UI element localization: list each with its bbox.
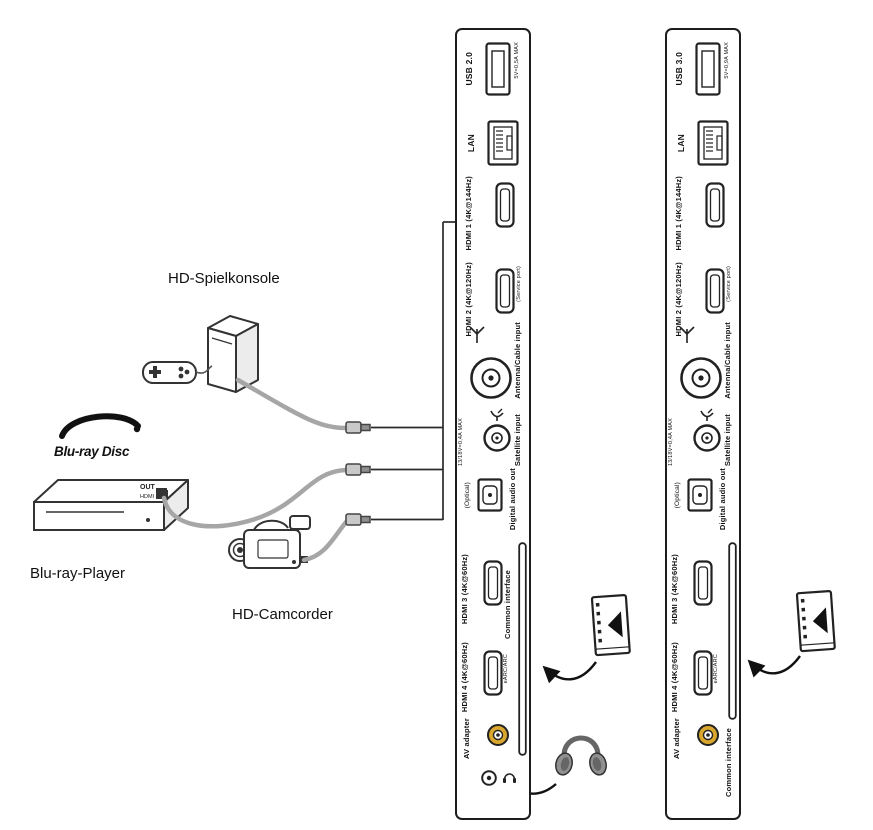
hdmi3-label: HDMI 3 (4K@60Hz) xyxy=(670,554,679,625)
satellite-label: Satellite input xyxy=(513,414,522,467)
bluray-plug-icon xyxy=(156,490,168,499)
antenna-label: Antenna/Cable input xyxy=(723,322,732,399)
service-port-note: (Service port) xyxy=(516,266,522,302)
hdmi4-port-icon xyxy=(693,650,713,696)
earc-note: eARC/ARC xyxy=(503,654,509,684)
hdmi4-port-icon xyxy=(483,650,503,696)
satellite-dish-icon xyxy=(490,408,504,421)
satellite-input-icon xyxy=(693,424,721,452)
av-adapter-label: AV adapter xyxy=(672,718,681,760)
console-label: HD-Spielkonsole xyxy=(168,270,280,287)
usb-label: USB 3.0 xyxy=(674,52,684,86)
ci-label: Common interface xyxy=(503,570,512,640)
service-port-note: (Service port) xyxy=(726,266,732,302)
hdmi3-label: HDMI 3 (4K@60Hz) xyxy=(460,554,469,625)
cable-plug-icon xyxy=(345,463,371,476)
satellite-rating: 13/18V=0,4A MAX xyxy=(668,418,674,467)
av-adapter-label: AV adapter xyxy=(462,718,471,760)
optical-note: (Optical) xyxy=(464,482,471,509)
headphone-jack-icon xyxy=(481,770,497,786)
optical-note: (Optical) xyxy=(674,482,681,509)
hdmi2-port-icon xyxy=(705,268,725,314)
hdmi1-port-icon xyxy=(705,182,725,228)
ci-module-icon xyxy=(795,589,836,653)
tv-rear-panel-left: USB 2.0 5V=0,5A MAX LAN HDMI 1 (4K@144Hz… xyxy=(455,28,531,820)
game-console-illustration xyxy=(207,315,259,393)
bluray-player-label: Blu-ray-Player xyxy=(30,565,126,582)
av-adapter-jack-icon xyxy=(697,724,719,746)
lan-label: LAN xyxy=(676,134,686,153)
bluray-logo-swoosh-icon xyxy=(59,413,141,439)
gamepad-icon xyxy=(142,361,197,384)
ci-slot xyxy=(518,542,527,756)
optical-port-icon xyxy=(477,478,503,512)
lan-port-icon xyxy=(697,120,729,166)
antenna-symbol-icon xyxy=(679,326,695,343)
usb-label: USB 2.0 xyxy=(464,52,474,86)
satellite-rating: 13/18V=0,4A MAX xyxy=(458,418,464,467)
satellite-input-icon xyxy=(483,424,511,452)
digital-audio-label: Digital audio out xyxy=(718,468,727,531)
hdmi4-label: HDMI 4 (4K@60Hz) xyxy=(670,642,679,713)
antenna-label: Antenna/Cable input xyxy=(513,322,522,399)
usb-port-icon xyxy=(695,42,721,96)
headphone-symbol-icon xyxy=(503,773,516,783)
lan-label: LAN xyxy=(466,134,476,153)
hdmi4-label: HDMI 4 (4K@60Hz) xyxy=(460,642,469,713)
cable-plug-icon xyxy=(345,513,371,526)
antenna-symbol-icon xyxy=(469,326,485,343)
hdmi3-port-icon xyxy=(483,560,503,606)
bluray-logo-text: Blu-ray Disc xyxy=(54,444,130,459)
bluray-out-label: OUT xyxy=(140,484,156,491)
gamepad-cable xyxy=(195,365,213,374)
junction-bus xyxy=(371,221,457,521)
hdmi1-port-icon xyxy=(495,182,515,228)
usb-rating: 5V=0,9A MAX xyxy=(724,42,730,79)
hdmi1-label: HDMI 1 (4K@144Hz) xyxy=(674,176,683,251)
av-adapter-jack-icon xyxy=(487,724,509,746)
optical-port-icon xyxy=(687,478,713,512)
ci-insert-arrow-icon xyxy=(542,661,597,684)
ci-slot xyxy=(728,542,737,720)
hdmi2-port-icon xyxy=(495,268,515,314)
camcorder-cable xyxy=(301,518,350,563)
ci-module-icon xyxy=(590,593,631,657)
ci-insert-arrow-icon xyxy=(747,655,801,678)
tv-rear-panel-right: USB 3.0 5V=0,9A MAX LAN HDMI 1 (4K@144Hz… xyxy=(665,28,741,820)
earc-note: eARC/ARC xyxy=(713,654,719,684)
antenna-input-icon xyxy=(680,357,722,399)
bluray-hdmi-label: HDMI xyxy=(140,494,155,500)
bluray-player-illustration: OUT HDMI xyxy=(33,479,189,531)
headphones-icon xyxy=(555,735,607,776)
satellite-label: Satellite input xyxy=(723,414,732,467)
antenna-input-icon xyxy=(470,357,512,399)
lan-port-icon xyxy=(487,120,519,166)
satellite-dish-icon xyxy=(700,408,714,421)
bluray-logo: Blu-ray Disc xyxy=(48,408,148,466)
console-cable xyxy=(235,377,349,431)
bluray-cable xyxy=(161,467,349,529)
ci-label: Common interface xyxy=(724,728,733,798)
hdmi3-port-icon xyxy=(693,560,713,606)
digital-audio-label: Digital audio out xyxy=(508,468,517,531)
hdmi1-label: HDMI 1 (4K@144Hz) xyxy=(464,176,473,251)
usb-rating: 5V=0,5A MAX xyxy=(514,42,520,79)
camcorder-label: HD-Camcorder xyxy=(232,606,333,623)
cable-plug-icon xyxy=(345,421,371,434)
usb-port-icon xyxy=(485,42,511,96)
